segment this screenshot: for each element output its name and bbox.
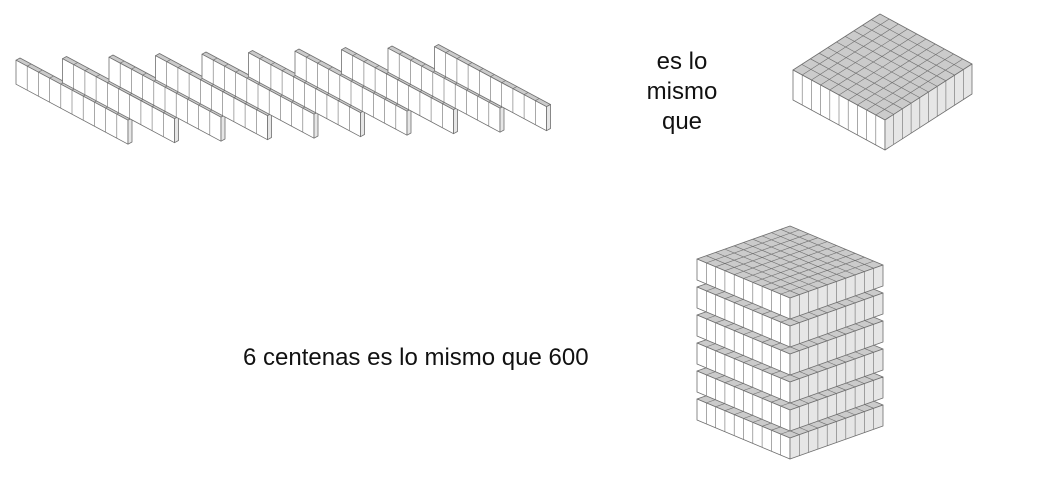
hundred-flat-layer (696, 225, 884, 320)
hundreds-caption: 6 centenas es lo mismo que 600 (243, 344, 589, 371)
ten-rods-figure (15, 44, 551, 145)
caption-line-1: es lo (656, 48, 708, 75)
equivalence-caption: es lo mismo que (632, 47, 732, 137)
caption-line-2: mismo (646, 78, 718, 105)
hundred-flat-icon (792, 13, 973, 151)
caption-line-3: que (661, 108, 703, 135)
ten-rod-icon (434, 44, 551, 132)
flat-stack-icon (696, 225, 884, 460)
